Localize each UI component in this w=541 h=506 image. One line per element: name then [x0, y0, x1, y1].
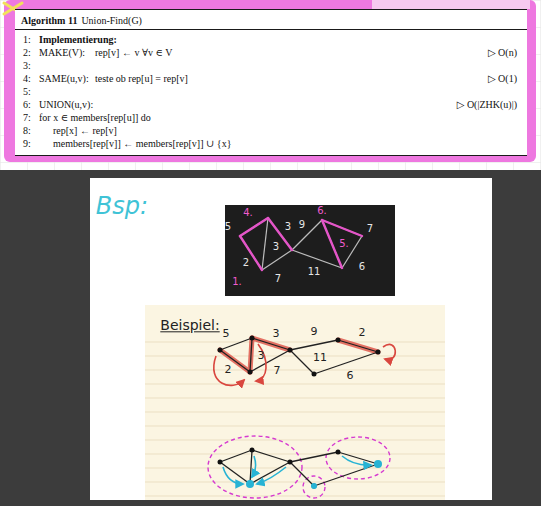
graph-vertices — [218, 336, 381, 377]
edge-weight: 7 — [275, 273, 281, 284]
edge-weight: 3 — [273, 328, 280, 340]
highlight-band — [4, 0, 536, 162]
pseudocode-text: MAKE(V): — [39, 47, 85, 59]
pseudocode-text: 3: — [23, 60, 31, 72]
step-number: 1. — [232, 276, 242, 287]
edge-weight: 9 — [311, 326, 318, 338]
dark-ground — [0, 170, 541, 506]
mst-highlight — [220, 338, 378, 372]
page-grid — [0, 0, 541, 170]
edge-weight: 7 — [367, 223, 373, 234]
edge-weight: 6 — [347, 370, 354, 382]
step-number: 4. — [243, 207, 253, 218]
edge-weight: 5 — [223, 328, 230, 340]
pseudocode-text: members[rep[v]] ← members[rep[v]] ∪ {x} — [53, 138, 231, 150]
pseudocode-text: Implementierung: — [39, 34, 117, 46]
highlight-note — [372, 0, 530, 9]
pseudocode-text: rep[v] ← v ∀v ∈ V — [95, 47, 172, 59]
edge-weight: 9 — [299, 219, 305, 230]
heading-note: Bsp: — [96, 193, 148, 219]
pseudocode-text: SAME(u,v): — [39, 73, 89, 85]
pseudocode-text: ▷ O(n) — [488, 47, 517, 59]
pseudocode-text: rep[x] ← rep[v] — [53, 125, 117, 137]
pseudocode-text: 6: — [23, 99, 31, 111]
rep-arrows — [214, 344, 396, 385]
edge-weight: 2 — [243, 257, 249, 268]
header-rule — [15, 29, 527, 30]
graph-edges — [220, 450, 378, 486]
pseudocode-text: 7: — [23, 112, 31, 124]
rep-pointer — [223, 456, 371, 484]
pseudocode-text: UNION(u,v): — [39, 99, 93, 111]
pseudocode-text: 1: — [23, 34, 31, 46]
note-lines — [145, 342, 445, 496]
pseudocode-text: 9: — [23, 138, 31, 150]
pseudocode-text: 4: — [23, 73, 31, 85]
edge-weight: 5 — [225, 221, 231, 232]
edge-weight: 6 — [359, 261, 365, 272]
algorithm-title: Algorithm 11 — [21, 15, 77, 27]
algorithm-box: Algorithm 11 Union-Find(G) 1: Implementieru… — [15, 9, 527, 156]
representative-vertex — [246, 460, 382, 489]
pseudocode-text: 8: — [23, 125, 31, 137]
pseudocode-text: ▷ O(|ZHK(u)|) — [457, 99, 517, 111]
pseudocode-text: teste ob rep[u] = rep[v] — [95, 73, 188, 85]
step-number: 5. — [339, 238, 349, 249]
edge-weight: 2 — [359, 327, 366, 339]
step-number: 6. — [317, 205, 327, 216]
edge-weight: 2 — [225, 364, 232, 376]
heading-note: Beispiel: — [160, 318, 219, 333]
card — [90, 178, 492, 500]
pseudocode-text: 5: — [23, 86, 31, 98]
page-ground — [0, 0, 541, 170]
chalk-highlight — [240, 218, 362, 270]
pseudocode-text: ▷ O(1) — [488, 73, 517, 85]
pseudocode-text: 2: — [23, 47, 31, 59]
component-outline — [208, 436, 390, 498]
chalk-graph — [240, 218, 362, 270]
edge-weight: 3 — [273, 241, 279, 252]
pseudocode-text: for x ∈ members[rep[u]] do — [39, 112, 151, 124]
edge-weight: 3 — [258, 350, 265, 362]
edge-weight: 11 — [313, 352, 327, 364]
graph-vertices — [218, 448, 341, 489]
chalkboard — [225, 205, 395, 296]
edge-weight: 11 — [308, 266, 321, 277]
note-paper — [145, 305, 445, 500]
edge-weight: 3 — [285, 221, 291, 232]
graph-edges — [220, 338, 378, 374]
edge-weight: 7 — [274, 365, 281, 377]
algorithm-title: Union-Find(G) — [81, 15, 142, 27]
